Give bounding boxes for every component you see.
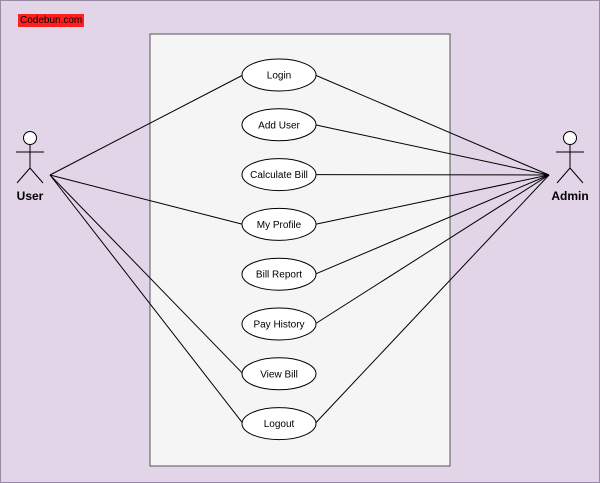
use-case-view-bill-shape [241, 357, 317, 391]
user-actor-left-leg [16, 167, 31, 184]
use-case-view-bill[interactable]: View Bill [241, 357, 317, 391]
use-case-my-profile-label: My Profile [257, 220, 302, 231]
use-case-add-user-label: Add User [258, 120, 300, 131]
use-case-logout[interactable]: Logout [241, 407, 317, 441]
use-case-pay-history-label: Pay History [253, 320, 304, 331]
use-case-my-profile-shape [241, 207, 317, 241]
connector-admin-add-user [314, 124, 550, 176]
connectors [49, 74, 550, 424]
use-case-bill-report-label: Bill Report [256, 270, 302, 281]
use-case-logout-shape [241, 407, 317, 441]
use-case-calculate-bill[interactable]: Calculate Bill [241, 158, 317, 192]
admin-actor-head [563, 131, 577, 145]
connector-admin-bill-report [314, 174, 550, 275]
use-case-login[interactable]: Login [241, 58, 317, 92]
use-case-bill-report[interactable]: Bill Report [241, 257, 317, 291]
admin-actor-right-leg [569, 167, 584, 184]
use-case-logout-label: Logout [264, 419, 295, 430]
connector-user-login [49, 74, 244, 176]
connector-user-view-bill [49, 174, 244, 375]
watermark: Codebun.com [18, 14, 85, 27]
use-case-login-shape [241, 58, 317, 92]
connector-user-logout [49, 174, 244, 424]
user-actor-right-leg [29, 167, 44, 184]
use-case-view-bill-label: View Bill [260, 369, 298, 380]
use-case-bill-report-shape [241, 257, 317, 291]
use-case-login-label: Login [267, 71, 291, 82]
system-boundary [149, 33, 451, 467]
admin-actor-label: Admin [551, 189, 588, 203]
use-case-pay-history-shape [241, 307, 317, 341]
use-case-pay-history[interactable]: Pay History [241, 307, 317, 341]
use-case-my-profile[interactable]: My Profile [241, 207, 317, 241]
connector-admin-pay-history [314, 174, 550, 325]
use-case-add-user-shape [241, 108, 317, 142]
connector-user-my-profile [49, 174, 244, 225]
connector-admin-logout [314, 174, 550, 424]
connector-admin-my-profile [314, 174, 550, 225]
use-case-calculate-bill-shape [241, 158, 317, 192]
user-actor-label: User [17, 189, 44, 203]
user-actor-head [23, 131, 37, 145]
user-actor[interactable] [16, 131, 44, 184]
admin-actor[interactable] [556, 131, 584, 184]
admin-actor-left-leg [556, 167, 571, 184]
use-case-add-user[interactable]: Add User [241, 108, 317, 142]
use-case-calculate-bill-label: Calculate Bill [250, 170, 308, 181]
connector-admin-login [314, 74, 550, 176]
